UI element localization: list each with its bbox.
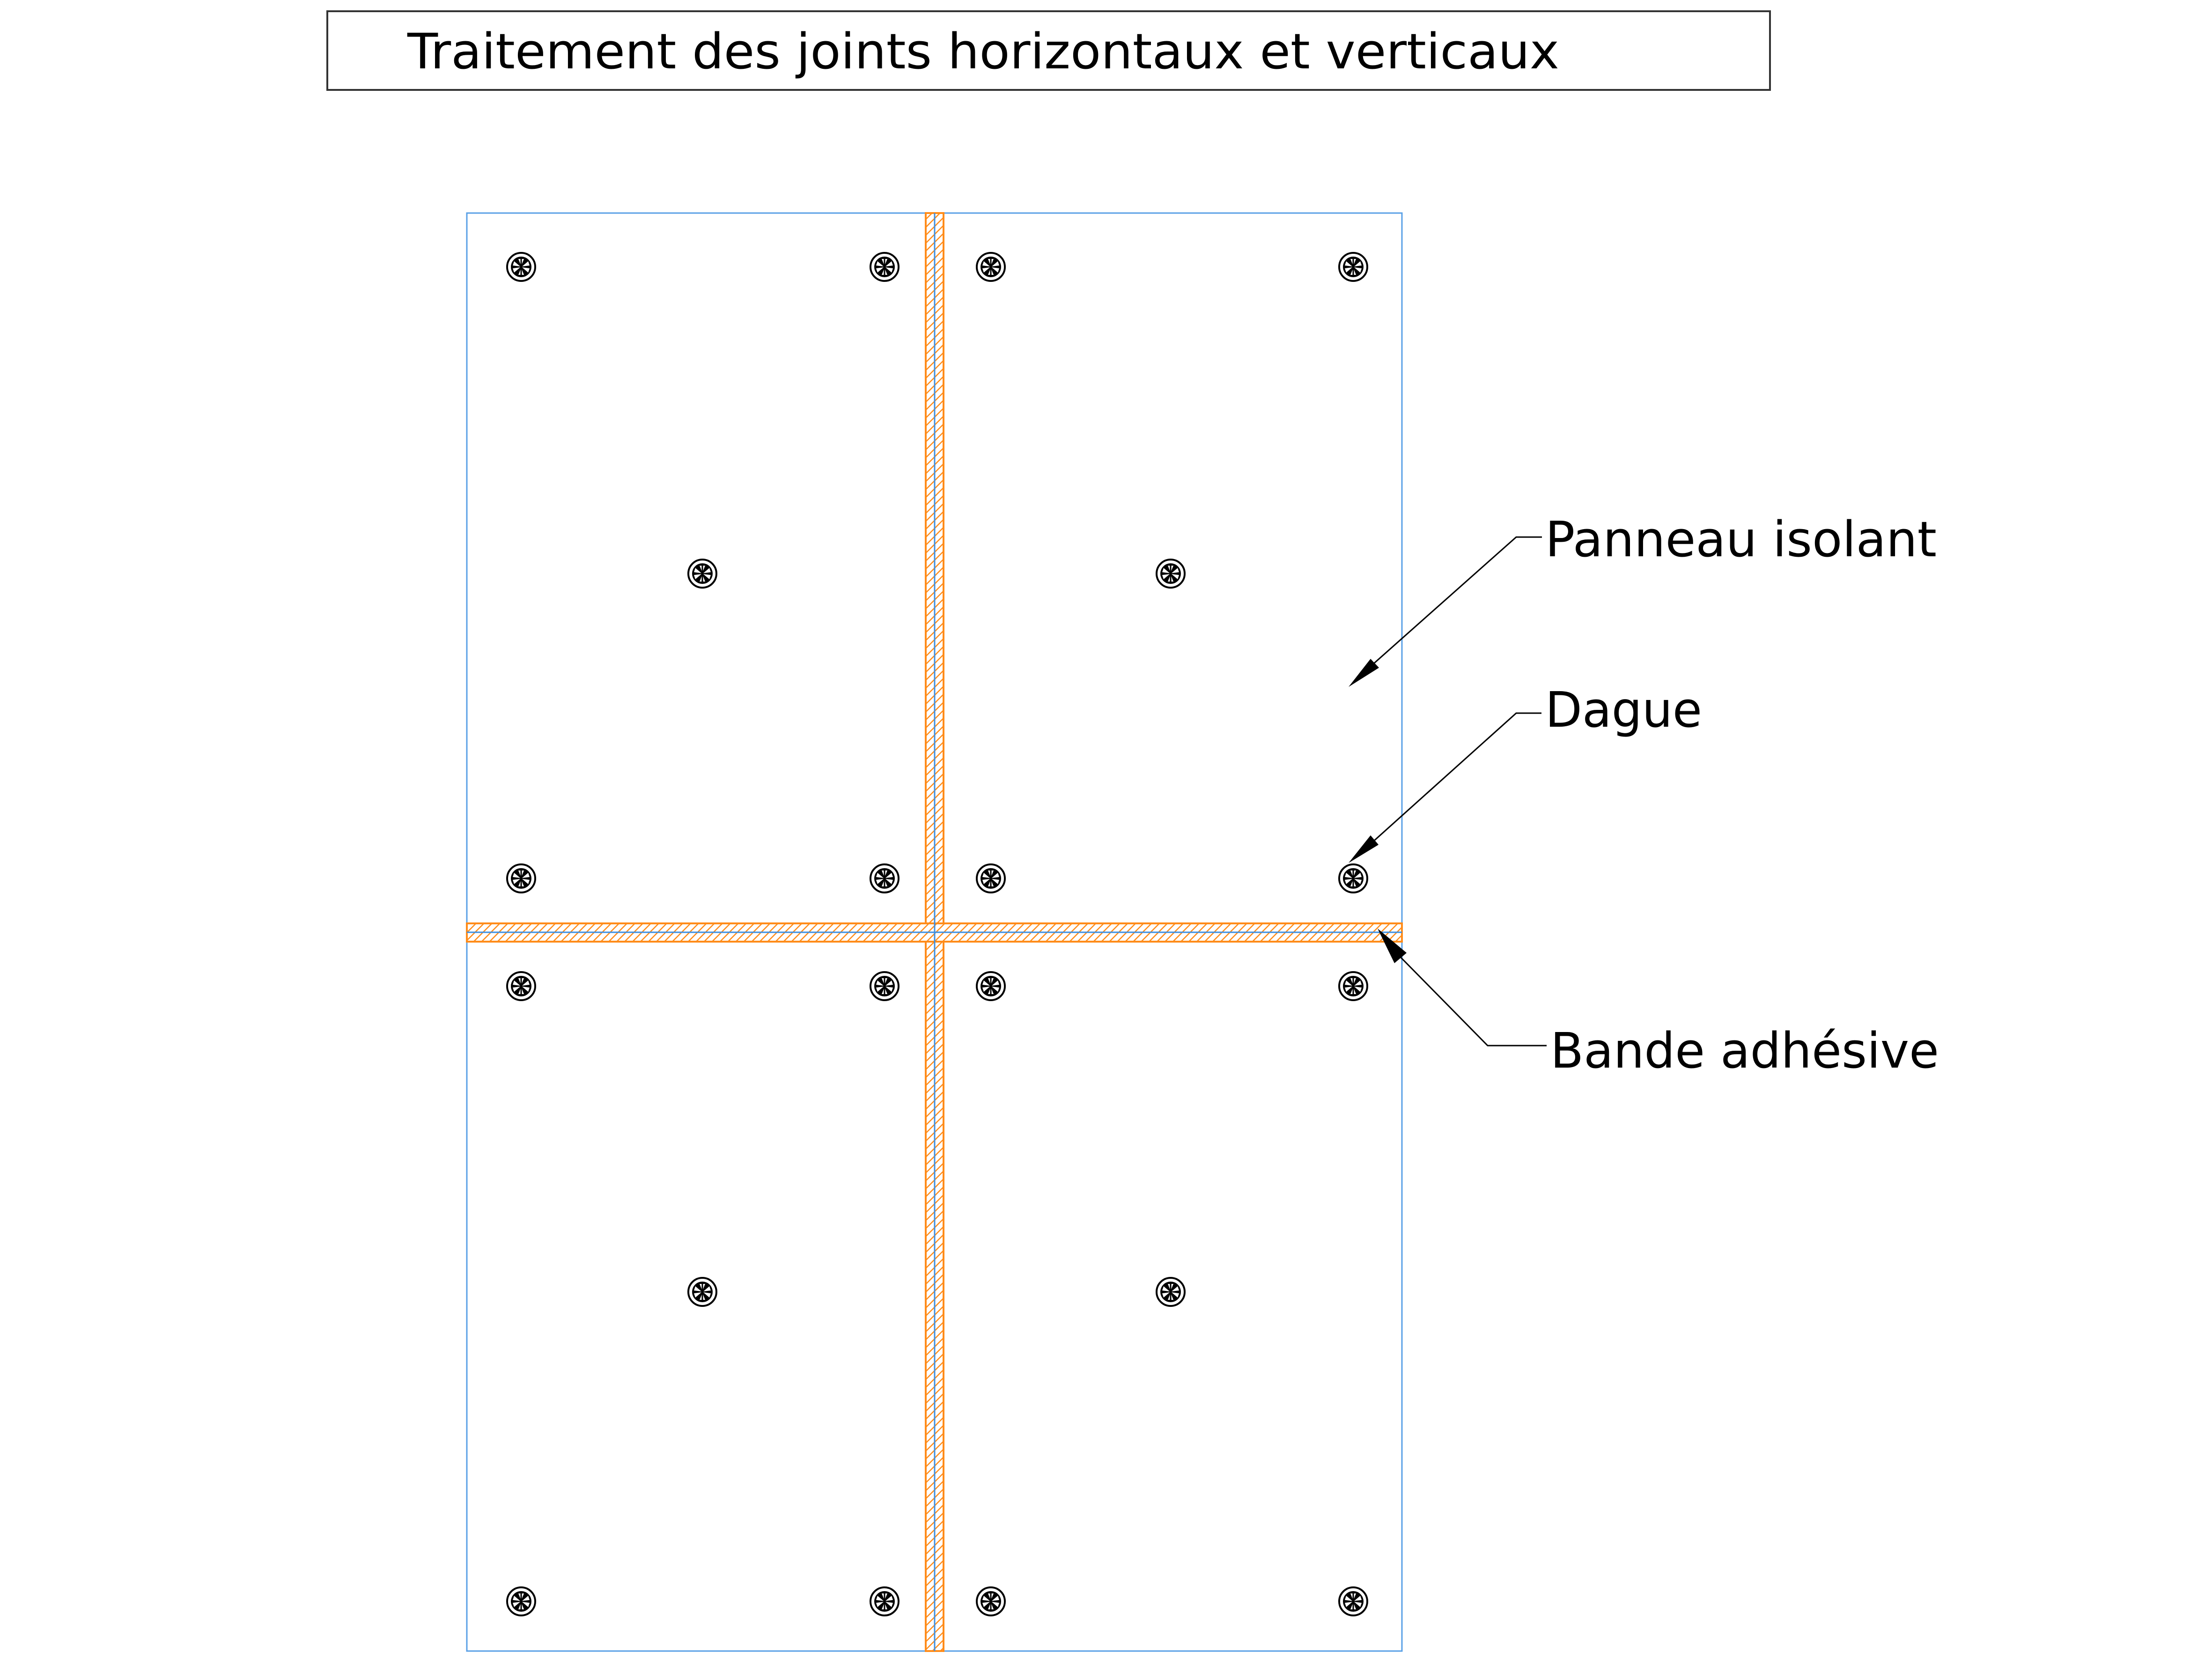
screw-icon bbox=[870, 252, 900, 282]
arrowhead-panel bbox=[1349, 659, 1379, 687]
title-frame bbox=[326, 10, 1771, 91]
label-panel: Panneau isolant bbox=[1545, 511, 1937, 568]
title-text: Traitement des joints horizontaux et ver… bbox=[407, 23, 1559, 80]
label-dagger: Dague bbox=[1545, 681, 1702, 738]
screw-icon bbox=[976, 252, 1006, 282]
arrowhead-dagger bbox=[1349, 835, 1379, 863]
screw-icon bbox=[1338, 863, 1368, 893]
leader-line-panel bbox=[1374, 536, 1542, 664]
screw-icon bbox=[1338, 971, 1368, 1001]
screw-icon bbox=[506, 863, 536, 893]
screw-icon bbox=[976, 863, 1006, 893]
screw-icon bbox=[870, 863, 900, 893]
screw-icon bbox=[506, 971, 536, 1001]
leader-line-dagger bbox=[1373, 712, 1541, 841]
screw-icon bbox=[1156, 559, 1186, 589]
screw-icon bbox=[870, 971, 900, 1001]
screw-icon bbox=[1338, 252, 1368, 282]
screw-icon bbox=[976, 971, 1006, 1001]
adhesive-tapes bbox=[466, 212, 1403, 1652]
screw-icon bbox=[976, 1586, 1006, 1616]
annotation-dagger: Dague bbox=[1349, 681, 1702, 863]
annotation-panel: Panneau isolant bbox=[1349, 511, 1937, 687]
screw-icon bbox=[506, 252, 536, 282]
arrowhead-tape bbox=[1378, 929, 1407, 963]
annotation-tape: Bande adhésive bbox=[1378, 929, 1939, 1079]
screw-icon bbox=[1156, 1277, 1186, 1307]
screw-icon bbox=[506, 1586, 536, 1616]
screw-icon bbox=[687, 559, 717, 589]
screw-icon bbox=[1338, 1586, 1368, 1616]
label-tape: Bande adhésive bbox=[1550, 1022, 1939, 1079]
screw-icon bbox=[687, 1277, 717, 1307]
title-block: Traitement des joints horizontaux et ver… bbox=[326, 10, 1771, 91]
screw-icon bbox=[870, 1586, 900, 1616]
leader-line-tape bbox=[1397, 953, 1547, 1047]
